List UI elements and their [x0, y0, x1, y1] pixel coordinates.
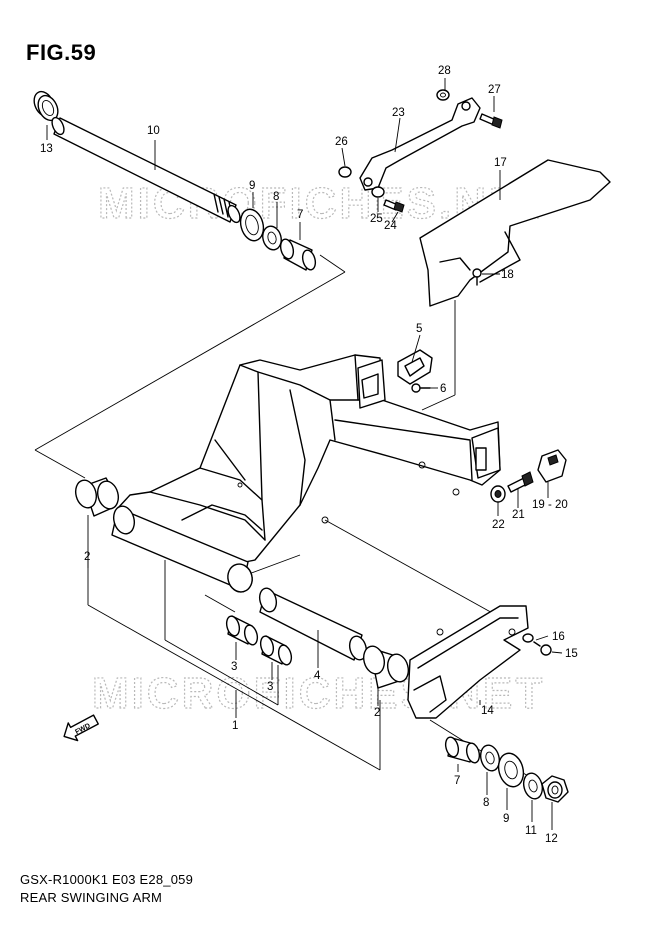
callout-11: 11 — [525, 825, 537, 837]
callout-7-lower: 7 — [454, 775, 460, 787]
part-22-washer — [490, 485, 506, 503]
callout-6: 6 — [440, 383, 446, 395]
callout-1: 1 — [232, 720, 238, 732]
part-8-washer-lower — [479, 744, 501, 772]
part-12-nut — [541, 775, 569, 803]
callout-4: 4 — [314, 670, 321, 682]
part-5-bracket — [397, 349, 433, 385]
callout-19-20: 19 - 20 — [532, 499, 568, 511]
callout-23: 23 — [392, 107, 405, 119]
part-27-bolt — [479, 113, 503, 129]
part-7-collar-upper — [279, 238, 317, 271]
part-6-bolt — [411, 383, 431, 393]
part-24-bolt — [383, 199, 405, 213]
part-19-20-adjuster — [537, 449, 567, 483]
part-9-bearing-lower — [497, 752, 525, 788]
callout-9-lower: 9 — [503, 813, 509, 825]
part-8-washer-upper — [262, 225, 282, 251]
callouts: 13 10 9 8 7 28 27 23 26 25 24 17 18 5 6 … — [40, 65, 578, 845]
callout-3-b: 3 — [267, 681, 273, 693]
part-10-axle — [51, 116, 241, 224]
part-18-bolt — [472, 268, 482, 286]
callout-27: 27 — [488, 84, 501, 96]
callout-26: 26 — [335, 136, 348, 148]
callout-14: 14 — [481, 705, 494, 717]
part-13-nut — [33, 90, 59, 122]
part-21-bolt — [507, 471, 534, 493]
part-11-washer — [522, 772, 544, 800]
callout-7-upper: 7 — [297, 209, 303, 221]
callout-8-upper: 8 — [273, 191, 279, 203]
part-17-chain-guard — [419, 159, 611, 307]
callout-24: 24 — [384, 220, 397, 232]
part-15-bolt — [533, 641, 552, 656]
callout-12: 12 — [545, 833, 558, 845]
callout-9-upper: 9 — [249, 180, 255, 192]
part-3-collar-a — [225, 615, 259, 646]
callout-5: 5 — [416, 323, 422, 335]
part-16-nut — [522, 633, 534, 643]
callout-18: 18 — [501, 269, 514, 281]
part-23-torque-link — [359, 97, 481, 191]
callout-25: 25 — [370, 213, 383, 225]
part-28-washer — [436, 89, 450, 101]
part-2-bushing-left — [74, 477, 120, 517]
callout-3-a: 3 — [231, 661, 237, 673]
forward-direction-arrow: FWD — [63, 714, 99, 742]
callout-15: 15 — [565, 648, 578, 660]
callout-13: 13 — [40, 143, 53, 155]
callout-22: 22 — [492, 519, 505, 531]
part-2-bushing-right — [362, 645, 410, 689]
callout-21: 21 — [512, 509, 525, 521]
callout-16: 16 — [552, 631, 565, 643]
figure-title: FIG.59 — [26, 40, 97, 65]
callout-2-left: 2 — [84, 551, 90, 563]
part-9-bearing-upper — [239, 208, 265, 242]
part-3-collar-b — [259, 635, 293, 666]
callout-8-lower: 8 — [483, 797, 489, 809]
part-4-pivot-shaft — [258, 587, 368, 661]
part-26-nut — [338, 166, 352, 178]
leader-lines — [46, 78, 563, 830]
model-code: GSX-R1000K1 E03 E28_059 — [20, 872, 193, 887]
part-25-washer — [371, 186, 385, 198]
swing-arm-body — [111, 354, 501, 593]
part-14-chain-buffer — [407, 605, 529, 719]
figure-caption: REAR SWINGING ARM — [20, 890, 163, 905]
callout-10: 10 — [147, 125, 160, 137]
part-7-collar-lower — [444, 736, 481, 764]
callout-17: 17 — [494, 157, 507, 169]
callout-28: 28 — [438, 65, 451, 77]
callout-2-right: 2 — [374, 707, 380, 719]
